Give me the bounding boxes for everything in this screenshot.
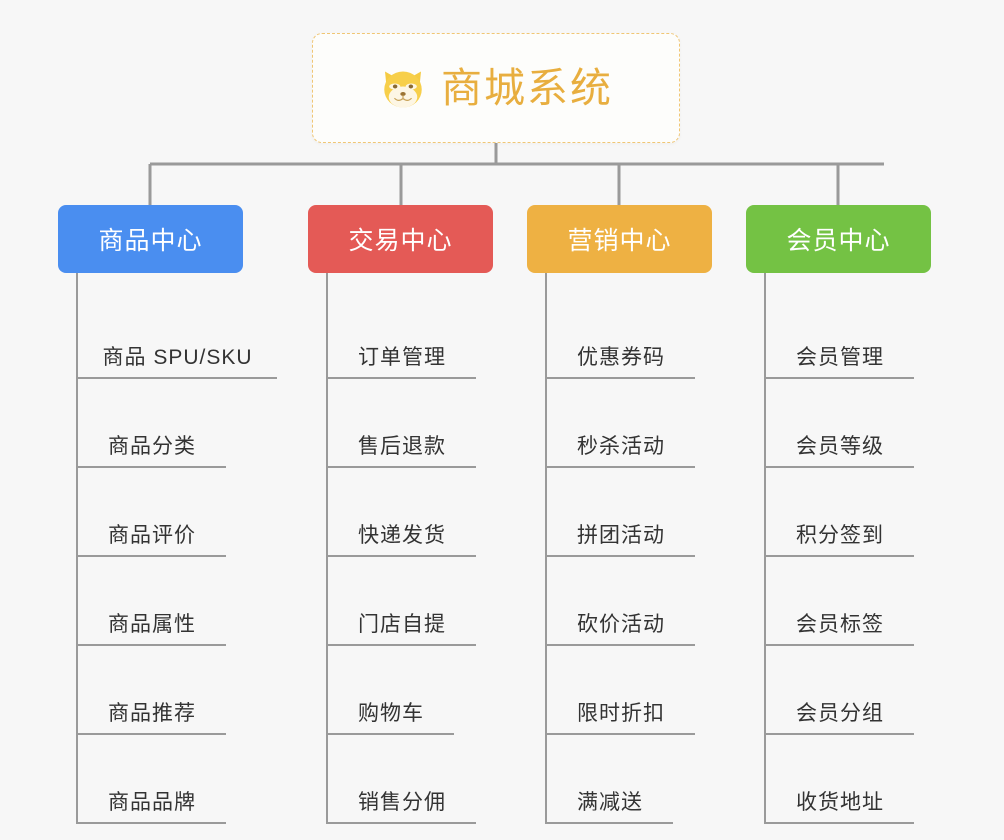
leaf-item[interactable]: 砍价活动 (547, 557, 695, 646)
leaf-trunk (326, 290, 328, 824)
leaf-label: 门店自提 (358, 613, 446, 636)
leaf-item[interactable]: 商品属性 (78, 557, 226, 646)
branch-label: 会员中心 (786, 227, 891, 255)
shiba-dog-icon (384, 71, 422, 108)
leaf-label: 快递发货 (358, 524, 446, 547)
leaf-item[interactable]: 积分签到 (766, 468, 914, 557)
leaf-item[interactable]: 商品评价 (78, 468, 226, 557)
leaf-label: 会员分组 (796, 702, 884, 725)
leaf-item[interactable]: 售后退款 (328, 379, 476, 468)
leaf-label: 优惠券码 (577, 346, 665, 369)
branch-box-1[interactable]: 交易中心 (308, 205, 493, 273)
leaf-label: 商品品牌 (108, 791, 196, 814)
leaf-label: 收货地址 (796, 791, 884, 814)
leaf-label: 订单管理 (358, 346, 446, 369)
leaf-item[interactable]: 拼团活动 (547, 468, 695, 557)
leaf-item[interactable]: 秒杀活动 (547, 379, 695, 468)
leaf-label: 秒杀活动 (577, 435, 665, 458)
leaf-label: 会员管理 (796, 346, 884, 369)
leaf-label: 购物车 (358, 702, 424, 725)
leaf-label: 商品 SPU/SKU (102, 346, 253, 369)
root-title: 商城系统 (441, 64, 613, 111)
leaf-item[interactable]: 会员标签 (766, 557, 914, 646)
leaf-item[interactable]: 商品分类 (78, 379, 226, 468)
branch-box-3[interactable]: 会员中心 (746, 205, 931, 273)
leaf-label: 限时折扣 (577, 702, 665, 725)
leaf-label: 销售分佣 (358, 791, 446, 814)
branch-label: 商品中心 (98, 227, 203, 255)
leaf-item[interactable]: 会员等级 (766, 379, 914, 468)
leaf-item[interactable]: 快递发货 (328, 468, 476, 557)
branch-box-2[interactable]: 营销中心 (527, 205, 712, 273)
leaf-item[interactable]: 会员分组 (766, 646, 914, 735)
leaf-label: 积分签到 (796, 524, 884, 547)
leaf-label: 商品分类 (108, 435, 196, 458)
leaf-item[interactable]: 会员管理 (766, 290, 914, 379)
leaf-label: 满减送 (577, 791, 643, 814)
leaf-item[interactable]: 门店自提 (328, 557, 476, 646)
leaf-item[interactable]: 商品推荐 (78, 646, 226, 735)
leaf-label: 砍价活动 (577, 613, 665, 636)
leaf-label: 会员标签 (796, 613, 884, 636)
leaf-label: 商品推荐 (108, 702, 196, 725)
leaf-label: 拼团活动 (577, 524, 665, 547)
branch-box-0[interactable]: 商品中心 (58, 205, 243, 273)
leaf-item[interactable]: 商品 SPU/SKU (78, 290, 277, 379)
leaf-item[interactable]: 购物车 (328, 646, 454, 735)
root-node[interactable]: 商城系统 (312, 33, 680, 143)
leaf-trunk (764, 290, 766, 824)
leaf-item[interactable]: 满减送 (547, 735, 673, 824)
leaf-item[interactable]: 订单管理 (328, 290, 476, 379)
leaf-item[interactable]: 优惠券码 (547, 290, 695, 379)
leaf-item[interactable]: 限时折扣 (547, 646, 695, 735)
leaf-item[interactable]: 商品品牌 (78, 735, 226, 824)
leaf-label: 商品属性 (108, 613, 196, 636)
branch-label: 营销中心 (567, 227, 672, 255)
leaf-item[interactable]: 收货地址 (766, 735, 914, 824)
leaf-item[interactable]: 销售分佣 (328, 735, 476, 824)
leaf-trunk (545, 290, 547, 824)
leaf-label: 售后退款 (358, 435, 446, 458)
branch-label: 交易中心 (348, 227, 453, 255)
leaf-label: 商品评价 (108, 524, 196, 547)
leaf-label: 会员等级 (796, 435, 884, 458)
leaf-trunk (76, 290, 78, 824)
